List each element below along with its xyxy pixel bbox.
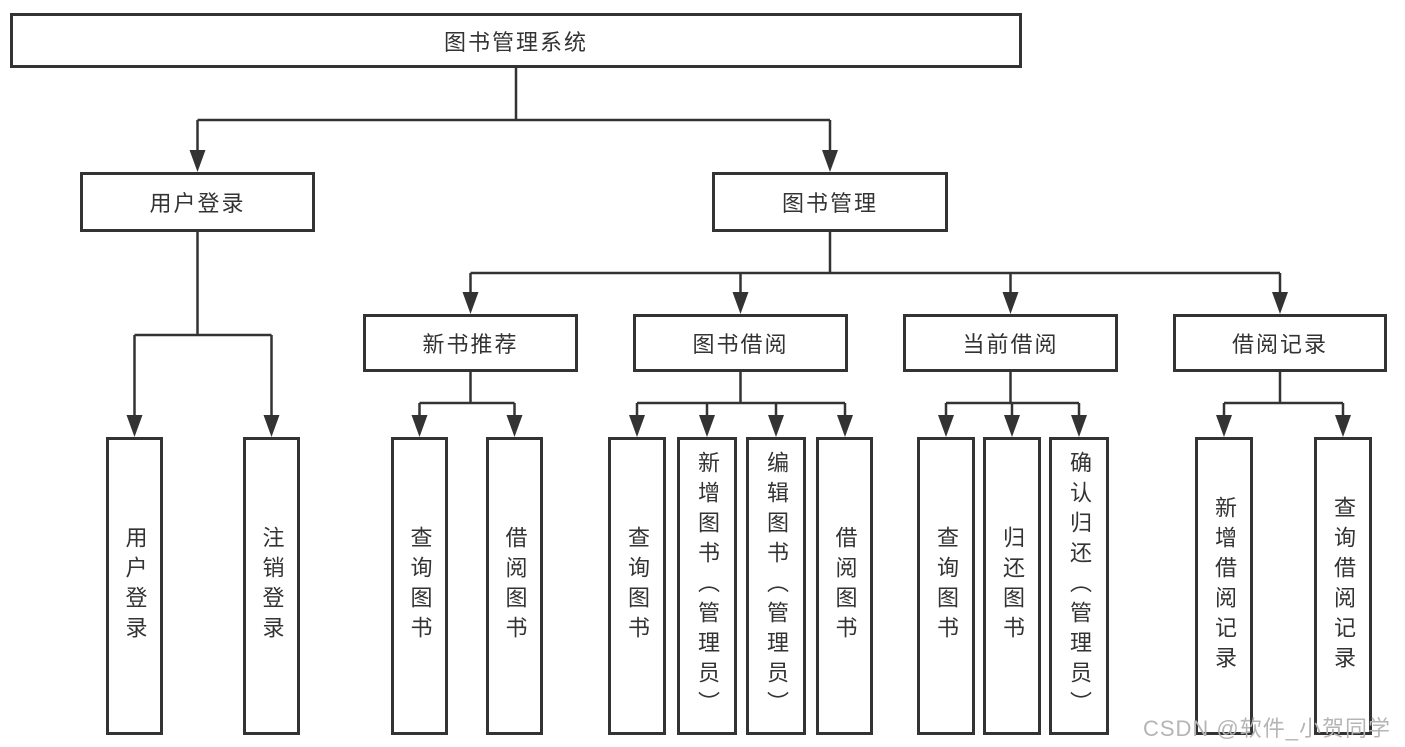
- node-label: 借阅图书: [832, 526, 858, 646]
- node-label: 用户登录: [122, 526, 148, 646]
- watermark: CSDN @软件_小贺同学: [1142, 716, 1391, 741]
- node-label: 确认归还（管理员）: [1067, 451, 1092, 721]
- node-new-book-recommend: 新书推荐: [363, 314, 578, 372]
- node-label: 查询图书: [407, 526, 433, 646]
- leaf-query-borrow-record: 查询借阅记录: [1314, 437, 1372, 735]
- node-root: 图书管理系统: [10, 13, 1022, 68]
- node-label: 用户登录: [149, 191, 246, 216]
- leaf-return-books: 归还图书: [983, 437, 1041, 735]
- leaf-borrow-books-recommend: 借阅图书: [486, 437, 543, 735]
- node-book-management: 图书管理: [712, 172, 948, 232]
- leaf-add-borrow-record: 新增借阅记录: [1195, 437, 1253, 735]
- leaf-query-books-borrow: 查询图书: [608, 437, 666, 735]
- leaf-edit-books-admin: 编辑图书（管理员）: [746, 437, 806, 735]
- node-label: 图书管理: [781, 191, 878, 216]
- node-book-borrowing: 图书借阅: [633, 314, 848, 372]
- node-label: 当前借阅: [962, 332, 1059, 357]
- node-label: 归还图书: [1000, 526, 1025, 646]
- node-label: 查询借阅记录: [1331, 496, 1356, 676]
- leaf-query-books-recommend: 查询图书: [391, 437, 448, 735]
- node-label: 借阅记录: [1231, 332, 1328, 357]
- node-label: 图书借阅: [692, 332, 789, 357]
- node-label: 注销登录: [259, 526, 285, 646]
- leaf-add-books-admin: 新增图书（管理员）: [677, 437, 737, 735]
- node-label: 查询图书: [934, 526, 959, 646]
- node-label: 借阅图书: [502, 526, 528, 646]
- node-label: 新增借阅记录: [1212, 496, 1237, 676]
- leaf-confirm-return-admin: 确认归还（管理员）: [1049, 437, 1109, 735]
- node-label: 新增图书（管理员）: [695, 451, 720, 721]
- leaf-borrow-books: 借阅图书: [816, 437, 873, 735]
- node-label: 查询图书: [625, 526, 650, 646]
- node-label: 新书推荐: [422, 332, 519, 357]
- node-label: 编辑图书（管理员）: [764, 451, 789, 721]
- node-label: 图书管理系统: [443, 29, 588, 55]
- leaf-logout: 注销登录: [243, 437, 300, 735]
- node-user-login: 用户登录: [80, 172, 315, 232]
- leaf-user-login: 用户登录: [106, 437, 163, 735]
- node-current-borrowing: 当前借阅: [903, 314, 1118, 372]
- leaf-query-books-current: 查询图书: [917, 437, 975, 735]
- node-borrowing-records: 借阅记录: [1173, 314, 1387, 372]
